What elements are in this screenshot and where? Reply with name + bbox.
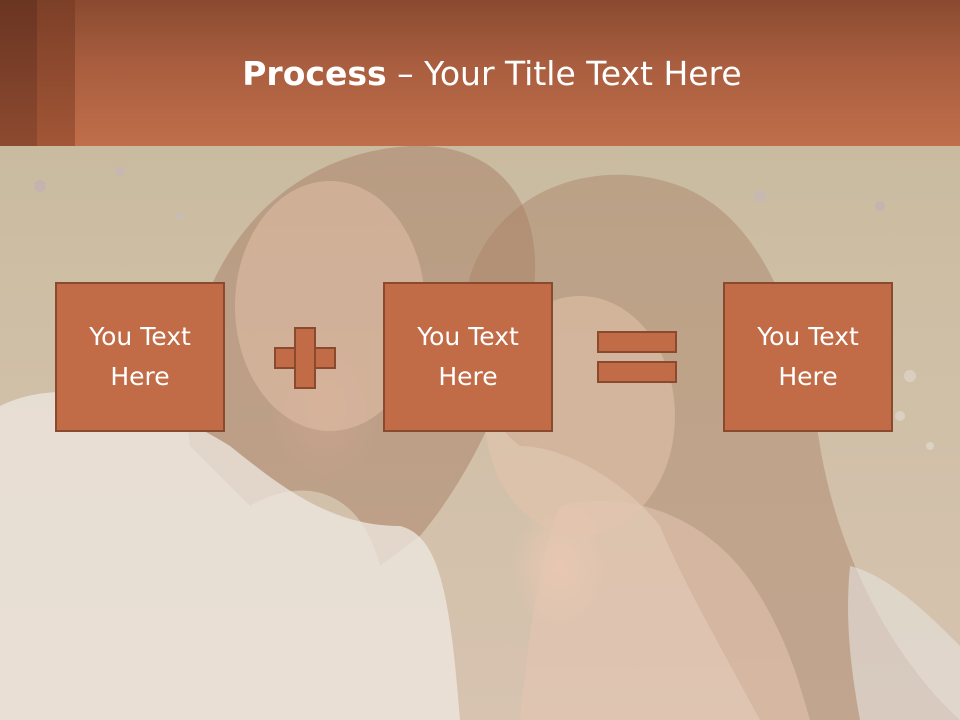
process-box-2: You Text Here (383, 282, 553, 432)
slide-title-bold: Process (242, 54, 387, 93)
slide-title: Process – Your Title Text Here (0, 52, 960, 96)
header-accent-strip (0, 0, 37, 146)
background-photo (0, 146, 960, 720)
plus-icon (274, 327, 336, 389)
process-box-1: You Text Here (55, 282, 225, 432)
title-header: Process – Your Title Text Here (0, 0, 960, 146)
process-box-label: You Text Here (757, 322, 859, 391)
process-box-label: You Text Here (89, 322, 191, 391)
header-accent-strip (37, 0, 75, 146)
equals-icon (597, 331, 677, 383)
process-box-label: You Text Here (417, 322, 519, 391)
slide-title-rest: – Your Title Text Here (386, 54, 742, 93)
process-box-3: You Text Here (723, 282, 893, 432)
